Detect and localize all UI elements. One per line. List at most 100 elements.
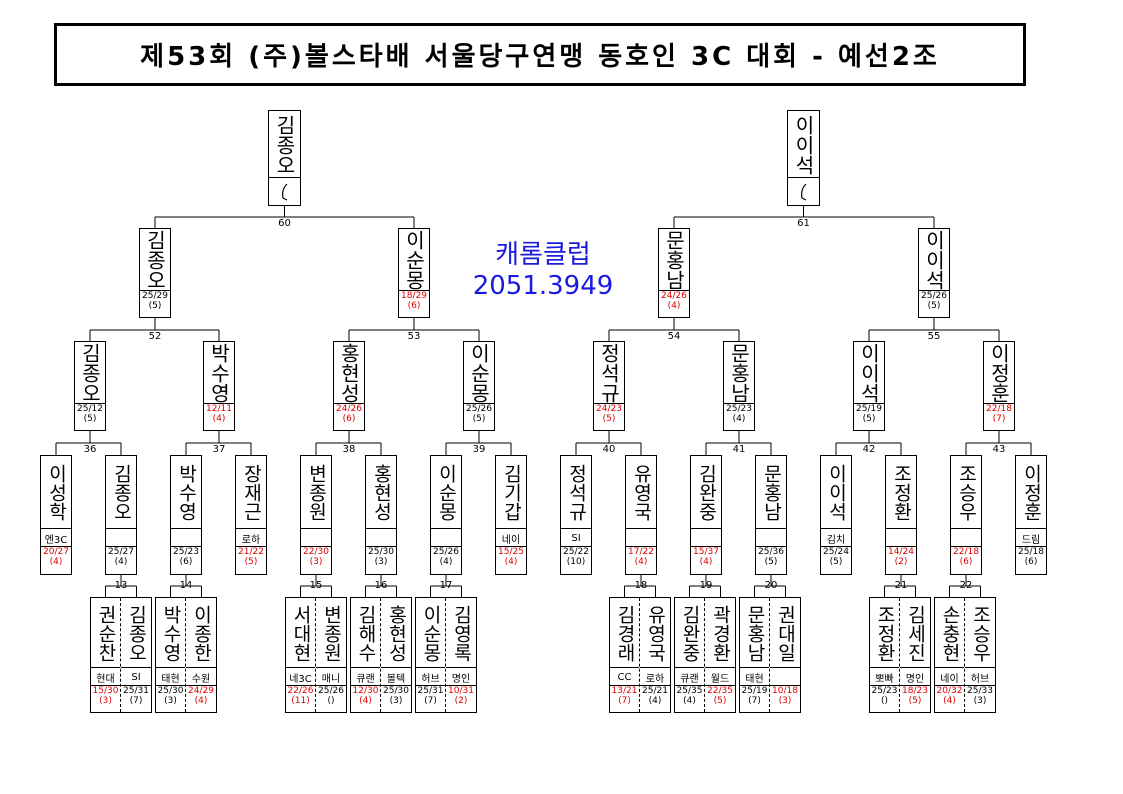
innings-value: (11) (291, 696, 310, 706)
club-name: 태현 (156, 667, 185, 686)
score-cell: 25/21(4) (640, 685, 670, 712)
innings-value: (5) (244, 557, 258, 567)
score-cell: 15/25(4) (496, 546, 526, 574)
score-value: 20/27 (43, 547, 69, 557)
match-number: 13 (114, 580, 128, 591)
player-name: 이성학 (45, 464, 68, 521)
innings-value: (2) (894, 557, 908, 567)
match-number: 42 (862, 444, 876, 455)
club-name: 큐랜 (351, 667, 380, 686)
innings-value: (5) (862, 414, 876, 424)
player-box: 이이석 (787, 110, 820, 206)
club-name (106, 528, 136, 547)
score-cell: 10/18(3) (770, 685, 800, 712)
score-value: 25/33 (967, 686, 993, 696)
score-cell: 18/23(5) (900, 685, 930, 712)
match-number: 54 (667, 331, 681, 342)
score-value: 25/36 (758, 547, 784, 557)
score-cell: 25/26(5) (464, 403, 494, 430)
innings-value: (5) (472, 414, 486, 424)
match-number: 18 (634, 580, 648, 591)
match-number: 40 (602, 444, 616, 455)
player-name: 권대일 (774, 604, 797, 662)
player-name: 김완중 (679, 604, 701, 662)
innings-value: (5) (602, 414, 616, 424)
club-name: 수원 (186, 667, 216, 686)
score-cell: 25/35(4) (675, 685, 704, 712)
innings-value: (4) (114, 557, 128, 567)
club-name: CC (610, 667, 639, 686)
club-name: 네이 (496, 528, 526, 547)
score-cell: 25/22(10) (561, 546, 591, 574)
score-cell: 25/18(6) (1016, 546, 1046, 574)
match-number: 21 (894, 580, 908, 591)
player-name: 문홍남 (744, 604, 766, 662)
score-value: 20/32 (936, 686, 963, 696)
innings-value: (4) (732, 414, 746, 424)
innings-value: (4) (683, 696, 696, 706)
player-name: 홍현성 (370, 464, 393, 521)
player-name: 장재근 (240, 464, 263, 521)
player-name: 유영국 (644, 604, 667, 662)
player-name: 이순몽 (467, 343, 491, 403)
club-name (626, 528, 656, 547)
player-name: 이순몽 (420, 604, 442, 662)
innings-value: () (880, 696, 889, 706)
club-name (886, 528, 916, 547)
innings-value: (3) (374, 557, 388, 567)
score-cell: 25/23() (870, 685, 899, 712)
score-cell: 24/26(4) (659, 290, 689, 317)
score-cell: 25/30(3) (156, 685, 185, 712)
player-name: 손충현 (939, 604, 961, 662)
club-name (366, 528, 396, 547)
score-cell: 25/26(5) (919, 290, 949, 317)
score-cell: 10/31(2) (446, 685, 476, 712)
match-number: 38 (342, 444, 356, 455)
player-name: 박수영 (160, 604, 182, 662)
score-cell: 20/27(4) (41, 546, 71, 574)
score-value: 25/31 (123, 686, 149, 696)
score-value: 15/37 (693, 547, 719, 557)
score-value: 25/21 (642, 686, 668, 696)
match-number: 17 (439, 580, 453, 591)
innings-value: (4) (49, 557, 63, 567)
innings-value: (4) (943, 696, 956, 706)
club-name: 태현 (740, 667, 769, 686)
club-name: 로하 (640, 667, 670, 686)
score-value: 25/26 (318, 686, 344, 696)
score-value: 25/24 (823, 547, 849, 557)
score-cell: 25/31(7) (121, 685, 151, 712)
score-cell: 17/22(4) (626, 546, 656, 574)
player-name: 이이석 (825, 464, 848, 521)
player-name: 이정훈 (987, 343, 1011, 403)
score-value: 22/30 (303, 547, 329, 557)
check-mark-icon (269, 177, 300, 205)
player-name: 유영국 (630, 464, 653, 521)
score-value: 17/22 (628, 547, 654, 557)
innings-value: (6) (1024, 557, 1038, 567)
score-cell: 25/26(4) (431, 546, 461, 574)
match-number: 22 (959, 580, 973, 591)
match-number: 60 (278, 218, 291, 229)
club-name: 명인 (446, 667, 476, 686)
score-value: 24/26 (336, 404, 362, 414)
